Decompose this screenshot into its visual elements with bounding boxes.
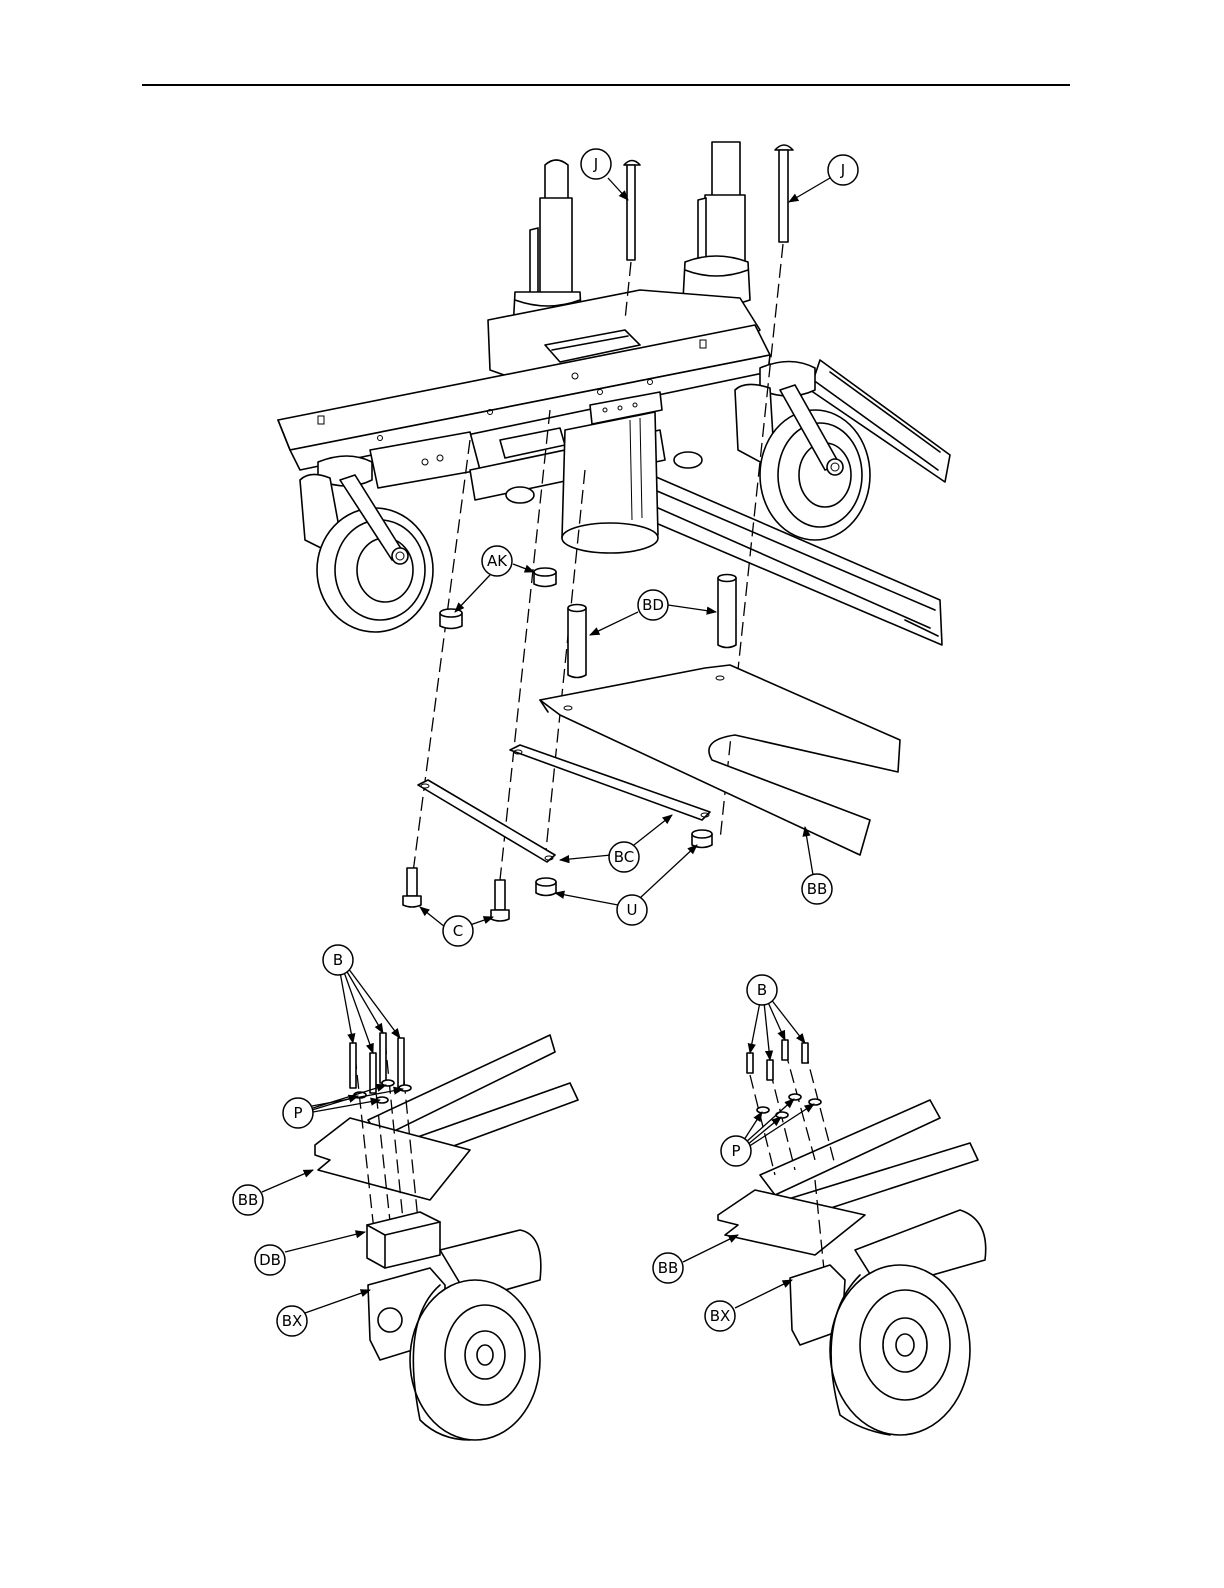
callout-bx-right: BX [705,1301,735,1331]
callout-label: C [453,922,463,940]
callout-u: U [617,895,647,925]
callout-bx-left: BX [277,1306,307,1336]
motor [562,412,658,553]
callout-label: AK [487,552,508,570]
callout-label: BC [614,848,635,866]
callout-b-left: B [323,945,353,975]
callout-label: B [757,981,767,999]
callout-label: P [293,1104,302,1122]
callout-bc: BC [609,842,639,872]
callout-p-left: P [283,1098,313,1128]
callout-label: BB [658,1259,679,1277]
callout-label: U [627,901,638,919]
spacer-block-db [367,1212,440,1268]
callout-label: BB [238,1191,259,1209]
callout-label: BX [282,1312,303,1330]
bolts-c [403,868,509,921]
base-frame-assembly [278,142,950,645]
callout-db: DB [255,1245,285,1275]
spacers-ak [440,568,556,629]
callout-c: C [443,916,473,946]
detail-left [315,1033,578,1440]
callout-label: BD [642,596,664,614]
callout-bb-top: BB [802,874,832,904]
callout-label: BX [710,1307,731,1325]
callout-label: J [593,155,598,173]
detail-right [718,1040,986,1435]
callout-bb-right: BB [653,1253,683,1283]
callout-label: P [731,1142,740,1160]
right-column [683,142,750,306]
callout-bb-left: BB [233,1185,263,1215]
bolts-b-right [747,1040,808,1080]
callout-j-left: J [581,149,611,179]
callout-label: J [840,161,845,179]
callout-j-right: J [828,155,858,185]
callout-label: B [333,951,343,969]
footplate-bb [540,665,900,855]
callout-p-right: P [721,1136,751,1166]
callout-bd: BD [638,590,668,620]
callout-b-right: B [747,975,777,1005]
callout-label: DB [259,1251,281,1269]
callout-ak: AK [482,546,512,576]
callout-label: BB [807,880,828,898]
